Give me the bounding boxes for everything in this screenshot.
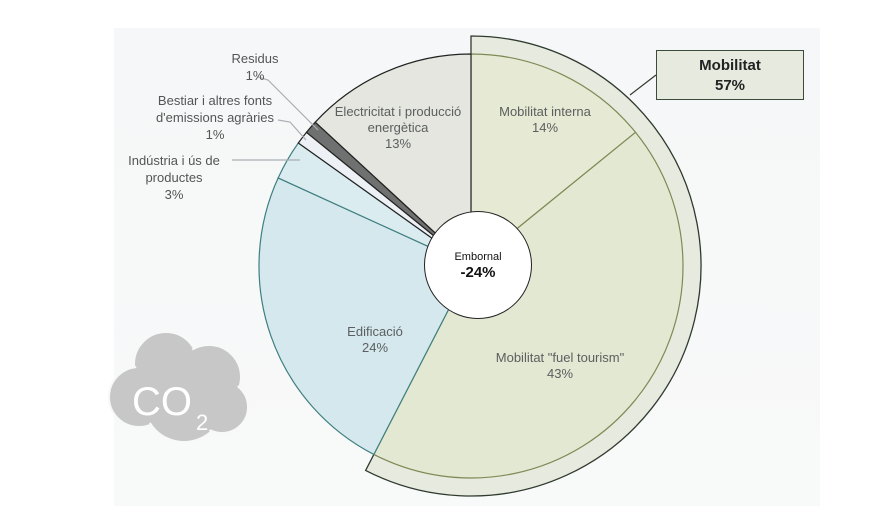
leader-line — [277, 119, 307, 141]
label-bestiar: Bestiar i altres fonts d'emissions agràr… — [155, 93, 275, 142]
pie-slice-1 — [373, 131, 684, 479]
pie-slice-2 — [258, 177, 472, 456]
pie-slice-6 — [314, 53, 472, 268]
svg-text:2: 2 — [196, 410, 208, 435]
leader-line — [257, 76, 319, 131]
leader-line — [629, 74, 657, 96]
co2-cloud-icon: CO 2 — [108, 331, 249, 443]
svg-text:CO: CO — [132, 380, 192, 424]
pie-slice-0 — [470, 53, 637, 268]
center-embornal: Embornal-24% — [424, 211, 532, 319]
slice-label-fuel-tourism: Mobilitat "fuel tourism"43% — [495, 350, 625, 381]
